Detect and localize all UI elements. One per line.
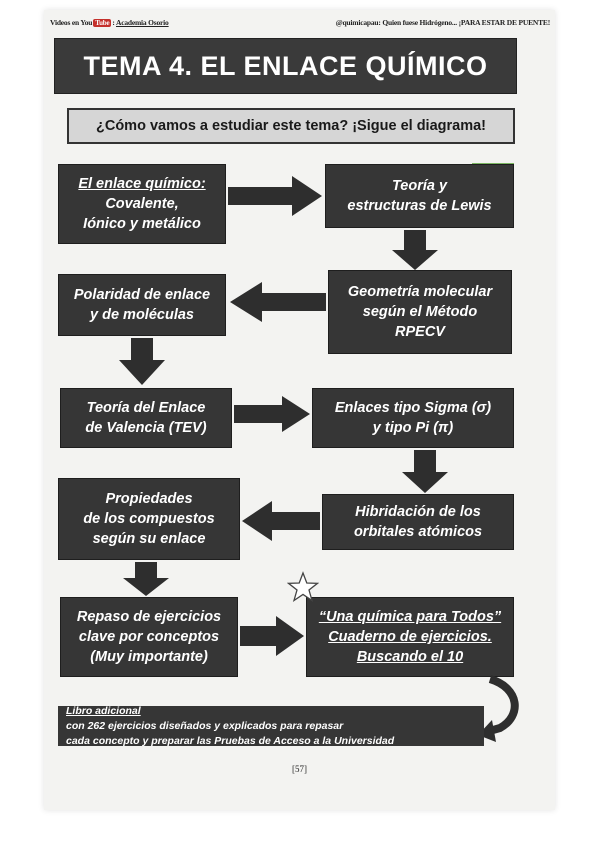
box-enlace-line-1: El enlace químico: xyxy=(78,176,206,192)
header-separator: : xyxy=(112,18,115,27)
bottom-line-1: Libro adicional con 262 ejercicios diseñ… xyxy=(66,704,476,734)
box-cuaderno-line-3: Buscando el 10 xyxy=(356,649,464,665)
box-enlace-line-3: Iónico y metálico xyxy=(83,216,201,232)
box-repaso: Repaso de ejercicios clave por conceptos… xyxy=(60,597,238,677)
box-sigma-pi: Enlaces tipo Sigma (σ) y tipo Pi (π) xyxy=(312,388,514,448)
box-polaridad-line-1: Polaridad de enlace xyxy=(73,287,211,303)
box-sigma-line-1: Enlaces tipo Sigma (σ) xyxy=(334,400,492,416)
box-cuaderno-line-2: Cuaderno de ejercicios. xyxy=(328,629,492,645)
box-hibridacion-line-1: Hibridación de los xyxy=(355,504,481,520)
box-enlace-line-2: Covalente, xyxy=(105,196,179,212)
bottom-banner: Libro adicional con 262 ejercicios diseñ… xyxy=(58,704,484,747)
header-youtube-prefix: Videos en You xyxy=(50,18,93,27)
page-title: TEMA 4. EL ENLACE QUÍMICO xyxy=(54,38,517,94)
box-repaso-line-2: clave por conceptos xyxy=(78,629,220,645)
box-lewis-line-2: estructuras de Lewis xyxy=(347,198,492,214)
box-repaso-line-3: (Muy importante) xyxy=(90,649,208,665)
box-geometria: Geometría molecular según el Método RPEC… xyxy=(328,270,512,354)
header-channel-link[interactable]: Academia Osorio xyxy=(115,18,169,27)
box-tev: Teoría del Enlace de Valencia (TEV) xyxy=(60,388,232,448)
star-icon xyxy=(287,571,319,603)
header-right: @quimicapau: Quien fuese Hidrógeno... ¡P… xyxy=(335,18,551,27)
box-cuaderno: “Una química para Todos” Cuaderno de eje… xyxy=(306,597,514,677)
box-hibridacion-line-2: orbitales atómicos xyxy=(353,524,483,540)
box-teoria-lewis: Teoría y estructuras de Lewis xyxy=(325,164,514,228)
box-geometria-line-3: RPECV xyxy=(395,324,445,340)
box-tev-line-2: de Valencia (TEV) xyxy=(85,420,207,436)
page-number: [57] xyxy=(292,764,307,774)
box-repaso-line-1: Repaso de ejercicios xyxy=(76,609,222,625)
bottom-line-2: cada concepto y preparar las Pruebas de … xyxy=(66,734,395,747)
box-geometria-line-1: Geometría molecular xyxy=(347,284,493,300)
box-cuaderno-line-1: “Una química para Todos” xyxy=(318,609,502,625)
box-propiedades: Propiedades de los compuestos según su e… xyxy=(58,478,240,560)
box-polaridad: Polaridad de enlace y de moléculas xyxy=(58,274,226,336)
box-geometria-line-2: según el Método xyxy=(362,304,478,320)
box-lewis-line-1: Teoría y xyxy=(391,178,448,194)
box-tev-line-1: Teoría del Enlace xyxy=(86,400,206,416)
subtitle: ¿Cómo vamos a estudiar este tema? ¡Sigue… xyxy=(67,108,515,144)
box-sigma-line-2: y tipo Pi (π) xyxy=(372,420,454,436)
box-propiedades-line-1: Propiedades xyxy=(105,491,193,507)
box-hibridacion: Hibridación de los orbitales atómicos xyxy=(322,494,514,550)
box-propiedades-line-3: según su enlace xyxy=(92,531,206,547)
bottom-line-1-rest: con 262 ejercicios diseñados y explicado… xyxy=(66,719,344,732)
libro-adicional-link[interactable]: Libro adicional xyxy=(66,704,141,717)
box-polaridad-line-2: y de moléculas xyxy=(90,307,194,323)
youtube-logo: Tube xyxy=(93,19,112,27)
box-enlace-quimico: El enlace químico: Covalente, Iónico y m… xyxy=(58,164,226,244)
box-propiedades-line-2: de los compuestos xyxy=(83,511,215,527)
